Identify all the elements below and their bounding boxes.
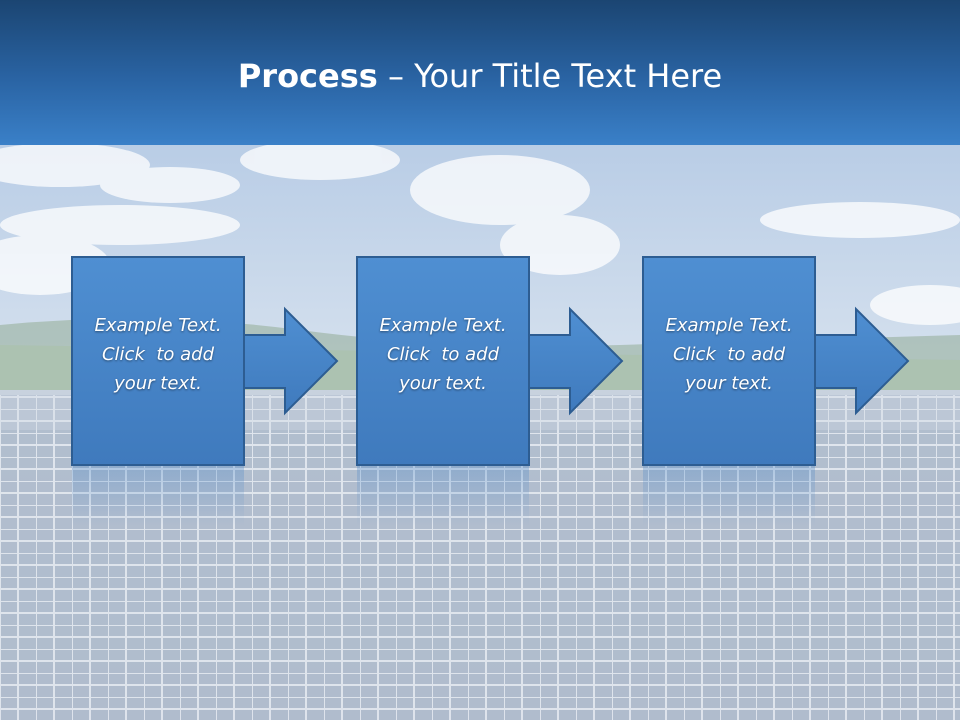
- step-2-line-1: Example Text.: [379, 315, 507, 336]
- page-title[interactable]: Process – Your Title Text Here: [0, 54, 960, 98]
- title-rest: – Your Title Text Here: [377, 57, 723, 95]
- step-2-line-2: Click to add: [386, 344, 499, 365]
- step-1-line-2: Click to add: [101, 344, 214, 365]
- step-3-text[interactable]: Example Text. Click to add your text.: [643, 311, 815, 398]
- step-3-line-1: Example Text.: [665, 315, 793, 336]
- step-1-line-3: your text.: [114, 373, 202, 394]
- title-bold: Process: [237, 57, 378, 95]
- background-photo: [0, 145, 960, 720]
- step-3-line-3: your text.: [685, 373, 773, 394]
- step-1-line-1: Example Text.: [94, 315, 222, 336]
- clouds: [0, 145, 960, 325]
- step-2-text[interactable]: Example Text. Click to add your text.: [357, 311, 529, 398]
- step-2-line-3: your text.: [399, 373, 487, 394]
- step-3-line-2: Click to add: [672, 344, 785, 365]
- title-bar: [0, 0, 960, 145]
- step-1-text[interactable]: Example Text. Click to add your text.: [72, 311, 244, 398]
